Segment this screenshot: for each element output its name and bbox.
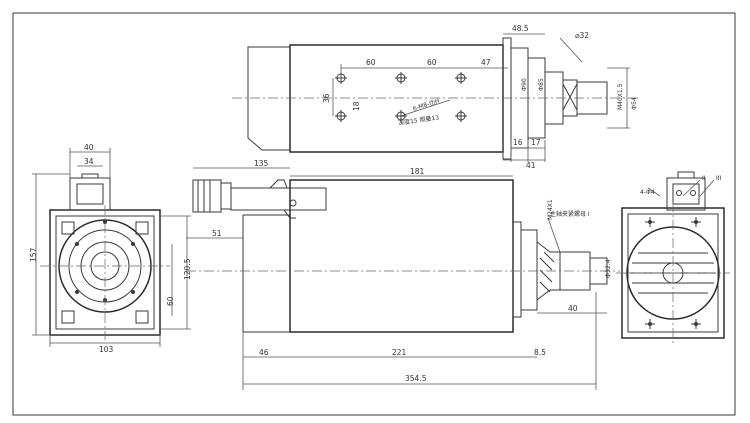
- front-cable-tube: [230, 187, 327, 211]
- right-view: II III 4-Φ4: [616, 171, 730, 344]
- left-corner-holes: [61, 220, 149, 324]
- front-dim-phi32-4: Ф32.4: [605, 259, 612, 278]
- front-dim-135: 135: [254, 159, 269, 168]
- top-dim-phi90: Ф90: [521, 78, 528, 91]
- right-connector: [666, 177, 706, 211]
- front-flange: [512, 221, 522, 318]
- top-dim-17: 17: [531, 138, 541, 147]
- left-connector-inner: [76, 183, 104, 205]
- front-thread-label: M24X1: [547, 199, 554, 220]
- front-dim-46: 46: [259, 348, 269, 357]
- top-nose-cap: [247, 46, 291, 151]
- left-flange-inner: [55, 215, 155, 330]
- top-dim-48-5: 48.5: [512, 24, 529, 33]
- left-dim-157: 157: [29, 247, 38, 262]
- top-dim-60a: 60: [366, 58, 376, 67]
- left-dim-103: 103: [99, 345, 114, 354]
- front-body: [289, 179, 514, 333]
- top-screw-note: 6-M8-仂H: [412, 97, 441, 113]
- top-dim-hex32: ⌀32: [575, 31, 589, 40]
- front-flange-2: [520, 229, 538, 311]
- top-dim-16: 16: [513, 138, 523, 147]
- right-label-iii: III: [716, 175, 722, 182]
- left-connector: [69, 177, 111, 211]
- top-dim-47: 47: [481, 58, 491, 67]
- left-dim-60: 60: [166, 296, 175, 306]
- front-dim-221: 221: [392, 348, 407, 357]
- top-hex-cross: [562, 83, 578, 111]
- left-dim-34: 34: [84, 157, 94, 166]
- front-nose: [242, 214, 291, 333]
- top-dim-phi54: Ф54: [631, 97, 638, 110]
- top-flange: [502, 37, 512, 160]
- top-dim-41: 41: [526, 161, 536, 170]
- front-dim-51: 51: [212, 229, 222, 238]
- top-dim-60b: 60: [427, 58, 437, 67]
- top-bolt-holes: [335, 72, 467, 122]
- right-label-4phi4: 4-Φ4: [640, 189, 655, 196]
- drawing-border: [12, 12, 736, 416]
- front-dim-181: 181: [410, 167, 425, 176]
- front-connector-2: [220, 182, 232, 210]
- front-dim-40: 40: [568, 304, 578, 313]
- top-view: 60 60 47 36 18 6-M8-仂H 深度15 照量13 48.5 ⌀3…: [232, 24, 640, 170]
- left-dim-40: 40: [84, 143, 94, 152]
- left-dim-120-5: 120.5: [183, 258, 192, 280]
- top-dim-18: 18: [352, 101, 361, 111]
- top-dim-36: 36: [322, 93, 331, 103]
- right-label-ii: II: [702, 175, 706, 182]
- left-view: 40 34 157 120.5 60 103: [29, 143, 192, 354]
- top-dim-phi85: Ф85: [538, 78, 545, 91]
- front-connector: [192, 179, 222, 213]
- front-dim-8-5: 8.5: [534, 348, 546, 357]
- top-dim-m40: M40X1.5: [617, 83, 624, 110]
- front-view: 135 181 51 46 221 8.5 40 354.5 M24X1 Ф32…: [186, 159, 620, 390]
- front-dim-354-5: 354.5: [405, 374, 427, 383]
- front-note: 主轴夹紧螺母 I: [550, 210, 590, 218]
